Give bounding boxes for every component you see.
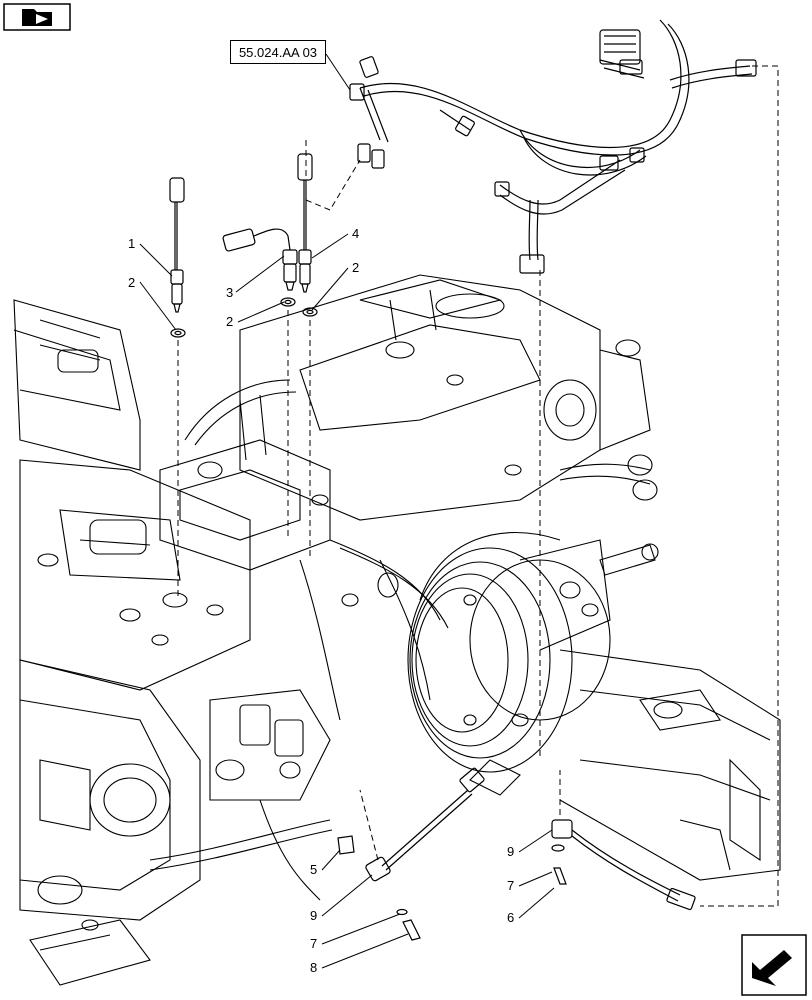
- reference-code: 55.024.AA 03: [238, 44, 318, 60]
- callout-2b: 2: [226, 314, 233, 329]
- transmission-housing: [13, 274, 781, 986]
- callout-5: 5: [310, 862, 317, 877]
- callout-8: 8: [310, 960, 317, 975]
- callout-3: 3: [226, 285, 233, 300]
- reference-code-box[interactable]: 55.024.AA 03: [230, 40, 326, 64]
- callout-6: 6: [507, 910, 514, 925]
- fastener-bolt: [337, 835, 355, 855]
- callout-7b: 7: [507, 878, 514, 893]
- callout-4: 4: [352, 226, 359, 241]
- callout-7a: 7: [310, 936, 317, 951]
- callout-2a: 2: [128, 275, 135, 290]
- sealing-washer: [170, 297, 318, 338]
- next-page-arrow-icon[interactable]: [741, 934, 807, 996]
- callout-leaders: [139, 53, 555, 969]
- speed-sensor-left: [365, 767, 485, 941]
- speed-sensor-right: [551, 819, 696, 911]
- pressure-sensor-2: [297, 153, 313, 293]
- callout-9b: 9: [507, 844, 514, 859]
- folder-arrow-icon[interactable]: [3, 3, 71, 31]
- temperature-sensor: [222, 228, 298, 291]
- callout-9a: 9: [310, 908, 317, 923]
- reference-lines: [177, 65, 779, 907]
- wiring-harness: [349, 19, 757, 274]
- callout-2c: 2: [352, 260, 359, 275]
- pressure-sensor-1: [169, 177, 185, 313]
- callout-1: 1: [128, 236, 135, 251]
- callout-labels: 1 2 2 3 4 2 5 9 7 8 9 7 6: [128, 226, 514, 975]
